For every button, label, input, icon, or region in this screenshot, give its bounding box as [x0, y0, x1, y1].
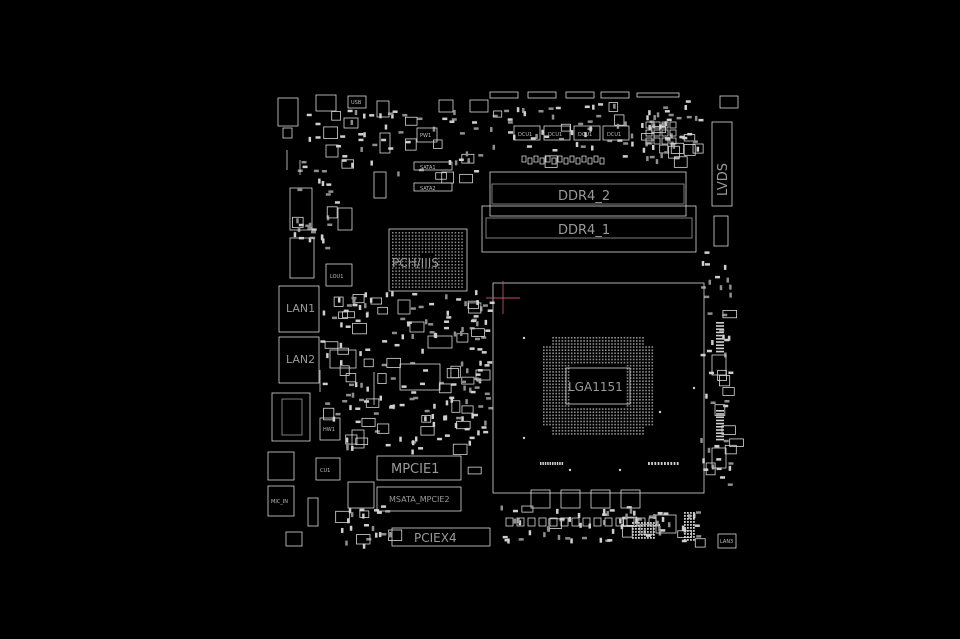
svg-text:DCU1: DCU1: [518, 132, 532, 138]
audio-jack: [267, 485, 295, 517]
lan1-port: [278, 285, 320, 333]
top-left-components: USB PW1: [277, 94, 489, 231]
svg-text:LVDS: LVDS: [716, 163, 731, 196]
pw1-label: PW1: [420, 133, 431, 139]
svg-text:SATA2: SATA2: [420, 186, 436, 192]
lan2-port: [278, 336, 320, 384]
pciex4-slot: [391, 527, 491, 547]
hw1-label: HW1: [323, 427, 335, 433]
ddr4-2-slot: [489, 171, 687, 217]
bottom-right-components: LAN3: [655, 354, 737, 549]
ddr4-slots: DDR4_2 DDR4_1: [481, 171, 697, 253]
svg-text:LAN2: LAN2: [286, 353, 315, 366]
sata2-connector: [413, 182, 453, 192]
usb-label: USB: [351, 100, 362, 106]
crosshair-marker: [486, 281, 520, 314]
dcu-components: DCU1 DCU1 DCU1 DCU1: [513, 125, 630, 141]
vga-port: [271, 392, 311, 442]
svg-text:LAN1: LAN1: [286, 302, 315, 315]
left-io-panel: LOU1 LAN1 LAN2 HW1 CU1 MIC_IN: [267, 187, 375, 547]
msata-mpcie2-slot: [376, 486, 462, 512]
cpu-socket: LGA1151: [486, 281, 705, 509]
ddr4-1-slot: [481, 205, 697, 253]
lou1-label: LOU1: [330, 274, 343, 280]
sata1-connector: [413, 161, 453, 171]
top-connector-strips: [489, 91, 680, 99]
svg-text:MIC_IN: MIC_IN: [271, 499, 288, 505]
svg-text:LAN3: LAN3: [720, 539, 733, 545]
svg-text:DDR4_1: DDR4_1: [558, 223, 610, 238]
svg-text:DCU1: DCU1: [548, 132, 562, 138]
svg-text:DDR4_2: DDR4_2: [558, 189, 610, 204]
svg-text:PCH/IIIS: PCH/IIIS: [392, 256, 439, 270]
mpcie1-slot: [376, 455, 462, 481]
pch-chip: PCH/IIIS: [388, 228, 468, 292]
svg-text:DCU1: DCU1: [578, 132, 592, 138]
connector-top-left: [277, 97, 299, 127]
sata-connectors: SATA1 SATA2: [413, 161, 453, 192]
svg-text:SATA1: SATA1: [420, 165, 436, 171]
svg-text:MSATA_MPCIE2: MSATA_MPCIE2: [389, 495, 450, 504]
lvds-connector: LVDS: [711, 95, 739, 247]
cu1-label: CU1: [320, 468, 330, 474]
svg-text:MPCIE1: MPCIE1: [391, 462, 439, 477]
expansion-slots: MPCIE1 MSATA_MPCIE2 PCIEX4: [376, 455, 491, 547]
svg-text:PCIEX4: PCIEX4: [414, 531, 457, 545]
svg-text:LGA1151: LGA1151: [568, 380, 623, 394]
small-component-field: [286, 100, 744, 549]
svg-text:DCU1: DCU1: [607, 132, 621, 138]
